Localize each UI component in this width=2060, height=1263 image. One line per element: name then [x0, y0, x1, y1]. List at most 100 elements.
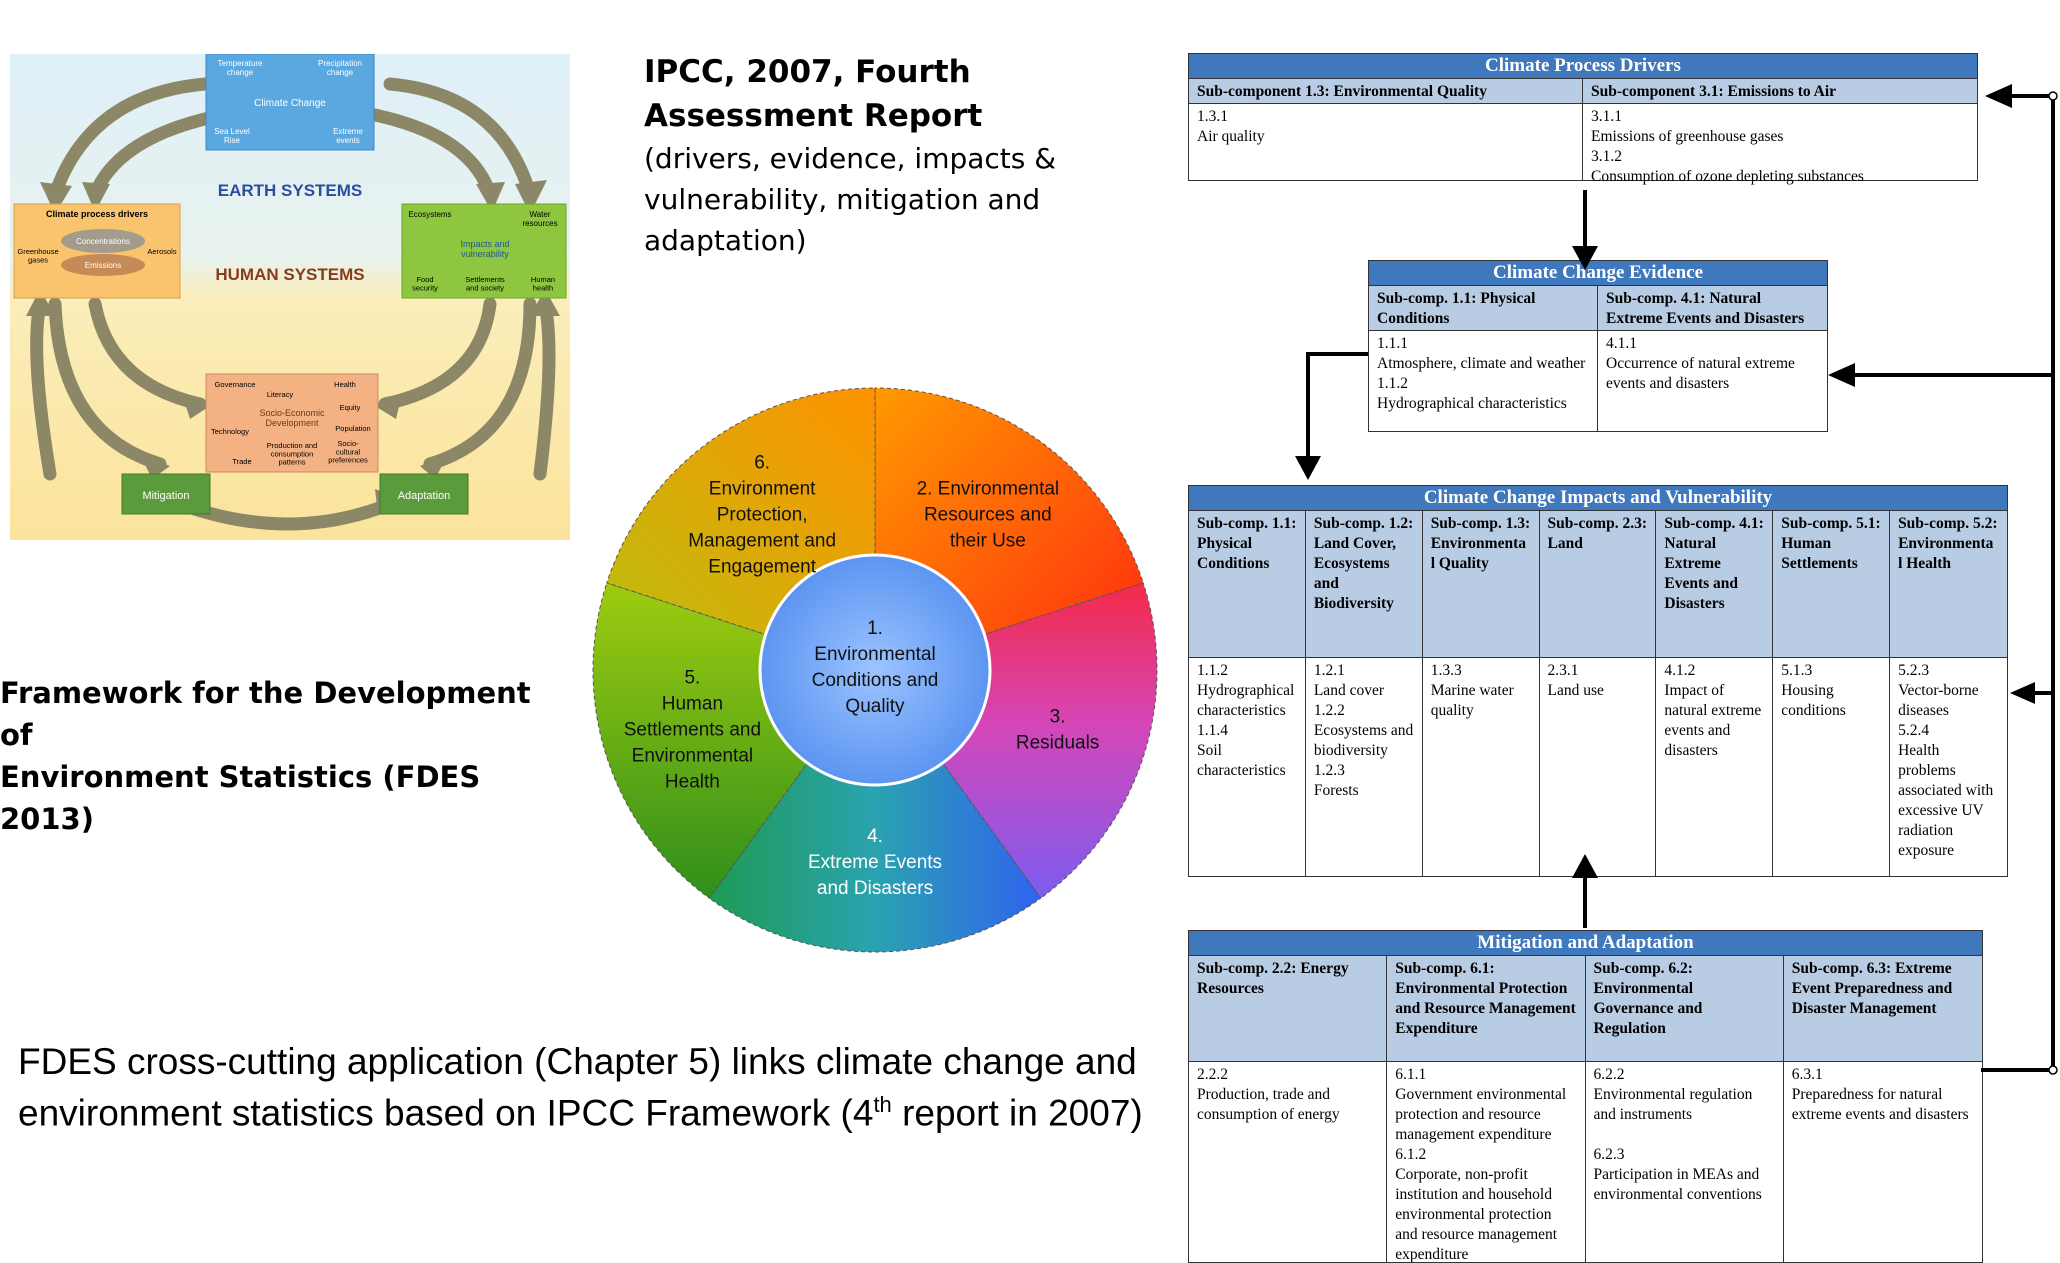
table-cell: 4.1.2 Impact of natural extreme events a…	[1656, 658, 1774, 876]
table-cell: 1.3.3 Marine water quality	[1423, 658, 1540, 876]
table-cell: 2.2.2 Production, trade and consumption …	[1189, 1062, 1388, 1262]
equity-label: Equity	[340, 403, 361, 412]
table-header-cell: Sub-comp. 4.1: Natural Extreme Events an…	[1656, 511, 1774, 657]
ipcc-title-line1: IPCC, 2007, Fourth	[644, 54, 971, 90]
fdes-title-line1: Framework for the Development of	[0, 676, 531, 752]
mitigation-label: Mitigation	[142, 490, 189, 502]
adaptation-label: Adaptation	[398, 490, 451, 502]
ipcc-title-block: IPCC, 2007, Fourth Assessment Report (dr…	[644, 50, 1084, 261]
concentrations-ellipse	[61, 229, 145, 253]
table-header-cell: Sub-component 1.3: Environmental Quality	[1189, 79, 1583, 103]
trade-label: Trade	[232, 457, 251, 466]
table-header-cell: Sub-comp. 2.3: Land	[1539, 511, 1657, 657]
table-cell: 6.1.1 Government environmental protectio…	[1387, 1062, 1586, 1262]
population-label: Population	[335, 424, 370, 433]
feedback-dot-top	[2048, 91, 2058, 101]
table-header-cell: Sub-comp. 6.1: Environmental Protection …	[1387, 956, 1586, 1061]
arrowhead-drivers	[1985, 84, 2012, 108]
table-header-row: Sub-component 1.3: Environmental Quality…	[1189, 79, 1977, 104]
wheel-label-3: 3.Residuals	[1016, 706, 1099, 753]
table-header-cell: Sub-comp. 4.1: Natural Extreme Events an…	[1598, 286, 1827, 330]
climate-change-box	[205, 54, 375, 151]
table-cell: 2.3.1 Land use	[1540, 658, 1657, 876]
table-header-cell: Sub-comp. 1.3: Environmenta l Quality	[1422, 511, 1540, 657]
bottom-health-label: Health	[334, 380, 356, 389]
table-header-cell: Sub-comp. 6.3: Extreme Event Preparednes…	[1783, 956, 1982, 1061]
ipcc-subtitle: (drivers, evidence, impacts & vulnerabil…	[644, 142, 1057, 257]
table-cell: 1.2.1 Land cover 1.2.2 Ecosystems and bi…	[1306, 658, 1423, 876]
table-header-cell: Sub-component 3.1: Emissions to Air	[1583, 79, 1977, 103]
table-cell: 1.3.1 Air quality	[1189, 104, 1583, 180]
wheel-center-circle	[758, 553, 992, 787]
literacy-label: Literacy	[267, 390, 294, 399]
aerosols-label: Aerosols	[147, 247, 176, 256]
cycle-arrows	[30, 77, 556, 531]
earth-systems-label: EARTH SYSTEMS	[218, 181, 363, 200]
table-title: Climate Change Evidence	[1369, 261, 1827, 286]
table-cell: 6.3.1 Preparedness for natural extreme e…	[1791, 1066, 1969, 1123]
table-cell: 4.1.1 Occurrence of natural extreme even…	[1606, 335, 1795, 392]
table-cell: 3.1.1 Emissions of greenhouse gases 3.1.…	[1591, 108, 1864, 185]
table-header-cell: Sub-comp. 6.2: Environmental Governance …	[1585, 956, 1784, 1061]
human-systems-label: HUMAN SYSTEMS	[215, 265, 364, 284]
emissions-label: Emissions	[85, 261, 121, 270]
table-cell: 1.1.1 Atmosphere, climate and weather 1.…	[1369, 331, 1598, 431]
table-cell: 6.2.2 Environmental regulation and instr…	[1586, 1062, 1784, 1262]
table-header-cell: Sub-comp. 1.1: Physical Conditions	[1369, 286, 1598, 330]
arrowhead-evidence-right	[1828, 363, 1855, 387]
table-title: Mitigation and Adaptation	[1189, 931, 1982, 956]
table-cell: 1.1.2 Hydrographical characteristics 1.1…	[1189, 658, 1306, 876]
ipcc-title-line2: Assessment Report	[644, 98, 983, 134]
wheel-segment-4	[708, 669, 1042, 953]
table-header-cell: Sub-comp. 1.2: Land Cover, Ecosystems an…	[1305, 511, 1423, 657]
arrowhead-impacts-right	[2010, 682, 2035, 704]
table-header-cell: Sub-comp. 5.2: Environmenta l Health	[1890, 511, 2007, 657]
table-cell: 5.2.3 Vector-borne diseases 5.2.4 Health…	[1898, 662, 1994, 859]
fdes-title: Framework for the Development of Environ…	[0, 672, 560, 840]
climate-change-label: Climate Change	[254, 98, 326, 109]
technology-label: Technology	[211, 427, 249, 436]
feedback-dot-bottom	[2048, 1065, 2058, 1075]
governance-label: Governance	[215, 380, 256, 389]
table-header-cell: Sub-comp. 2.2: Energy Resources	[1189, 956, 1388, 1061]
caption-sup: th	[873, 1092, 892, 1117]
arrow-evidence-to-impacts	[1306, 352, 1368, 465]
arrowhead-impacts-left	[1295, 456, 1321, 480]
mitigation-box	[121, 473, 211, 515]
fdes-title-line2: Environment Statistics (FDES 2013)	[0, 760, 481, 836]
table-title: Climate Process Drivers	[1189, 54, 1977, 79]
table-row: 1.1.1 Atmosphere, climate and weather 1.…	[1369, 331, 1827, 431]
drivers-title: Climate process drivers	[46, 209, 148, 219]
table-cell: 5.1.3 Housing conditions	[1773, 658, 1891, 876]
table-row: 1.1.2 Hydrographical characteristics 1.1…	[1189, 658, 2007, 876]
caption-main: FDES cross-cutting application (Chapter …	[18, 1041, 1137, 1134]
table-title: Climate Change Impacts and Vulnerability	[1189, 486, 2007, 511]
ecosystems-label: Ecosystems	[408, 210, 451, 219]
table-row: 2.2.2 Production, trade and consumption …	[1189, 1062, 1982, 1262]
